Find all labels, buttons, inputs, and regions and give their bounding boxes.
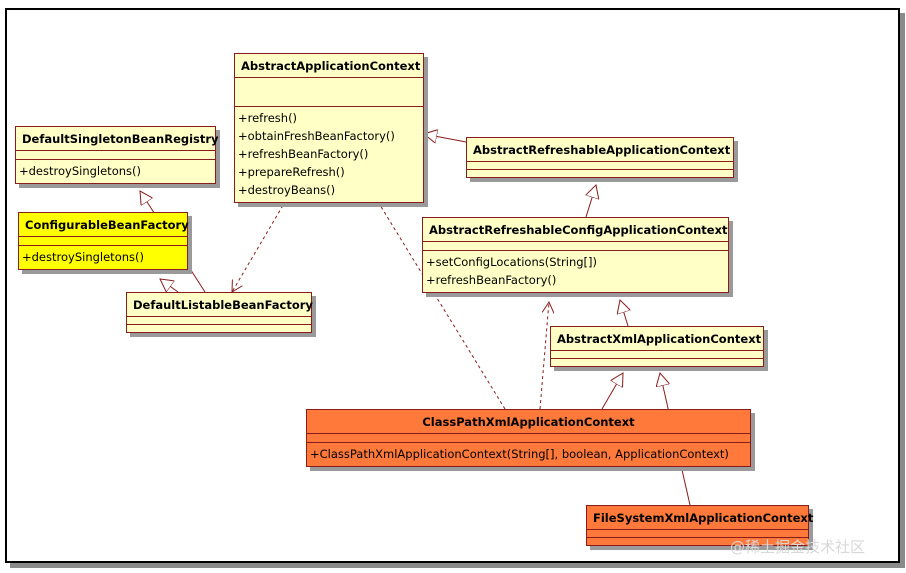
class-name: DefaultListableBeanFactory — [127, 293, 313, 317]
edge-dlbf-to-cbf — [160, 279, 179, 293]
edge-aac-to-dlbf — [232, 189, 293, 292]
edge-cpxac-to-arcac — [539, 302, 549, 410]
edge-cpxac-to-axac — [601, 373, 623, 410]
class-name: DefaultSingletonBeanRegistry — [16, 127, 219, 151]
methods-section — [551, 359, 763, 366]
method: +refreshBeanFactory() — [426, 273, 557, 287]
method: +setConfigLocations(String[]) — [426, 255, 598, 269]
method: +prepareRefresh() — [238, 165, 345, 179]
method: +obtainFreshBeanFactory() — [238, 129, 395, 143]
class-classpath-xml-application-context[interactable]: ClassPathXmlApplicationContext +ClassPat… — [306, 409, 751, 467]
class-abstract-refreshable-application-context[interactable]: AbstractRefreshableApplicationContext — [466, 137, 734, 178]
class-filesystem-xml-application-context[interactable]: FileSystemXmlApplicationContext — [586, 505, 813, 546]
method: +destroyBeans() — [238, 183, 336, 197]
methods-section: +destroySingletons() — [19, 246, 187, 269]
methods-section: +destroySingletons() — [16, 160, 215, 183]
attributes-section — [587, 530, 808, 538]
class-default-singleton-bean-registry[interactable]: DefaultSingletonBeanRegistry +destroySin… — [15, 126, 219, 184]
methods-section: +setConfigLocations(String[]) +refreshBe… — [423, 251, 728, 292]
method: +refreshBeanFactory() — [238, 147, 369, 161]
methods-section — [467, 170, 733, 177]
class-default-listable-bean-factory[interactable]: DefaultListableBeanFactory — [126, 292, 313, 333]
attributes-section — [235, 78, 423, 107]
attributes-section — [423, 242, 728, 251]
class-name: FileSystemXmlApplicationContext — [587, 506, 813, 530]
class-name: AbstractRefreshableConfigApplicationCont… — [423, 218, 728, 242]
edge-cpxac-to-aac — [372, 192, 506, 410]
method: +ClassPathXmlApplicationContext(String[]… — [310, 447, 729, 461]
class-abstract-application-context[interactable]: AbstractApplicationContext +refresh() +o… — [234, 53, 424, 203]
methods-section: +ClassPathXmlApplicationContext(String[]… — [307, 443, 750, 466]
attributes-section — [467, 162, 733, 170]
class-name: ClassPathXmlApplicationContext — [307, 410, 750, 434]
methods-section — [127, 325, 311, 332]
class-abstract-xml-application-context[interactable]: AbstractXmlApplicationContext — [550, 326, 764, 367]
class-name: AbstractApplicationContext — [235, 54, 423, 78]
attributes-section — [16, 151, 215, 160]
attributes-section — [19, 237, 187, 246]
watermark: @稀土掘金技术社区 — [730, 538, 866, 556]
class-name: ConfigurableBeanFactory — [19, 213, 189, 237]
edge-axac-to-arcac — [620, 300, 628, 327]
attributes-section — [127, 317, 311, 325]
edge-arac-to-aac — [424, 134, 467, 142]
attributes-section — [307, 434, 750, 443]
attributes-section — [551, 351, 763, 359]
class-abstract-refreshable-config-application-context[interactable]: AbstractRefreshableConfigApplicationCont… — [422, 217, 729, 293]
class-name: AbstractRefreshableApplicationContext — [467, 138, 733, 162]
method: +destroySingletons() — [19, 164, 141, 178]
method: +refresh() — [238, 111, 298, 125]
method: +destroySingletons() — [22, 250, 144, 264]
class-configurable-bean-factory[interactable]: ConfigurableBeanFactory +destroySingleto… — [18, 212, 189, 270]
edge-arcac-to-arac — [586, 185, 596, 218]
class-name: AbstractXmlApplicationContext — [551, 327, 763, 351]
methods-section: +refresh() +obtainFreshBeanFactory() +re… — [235, 107, 423, 202]
